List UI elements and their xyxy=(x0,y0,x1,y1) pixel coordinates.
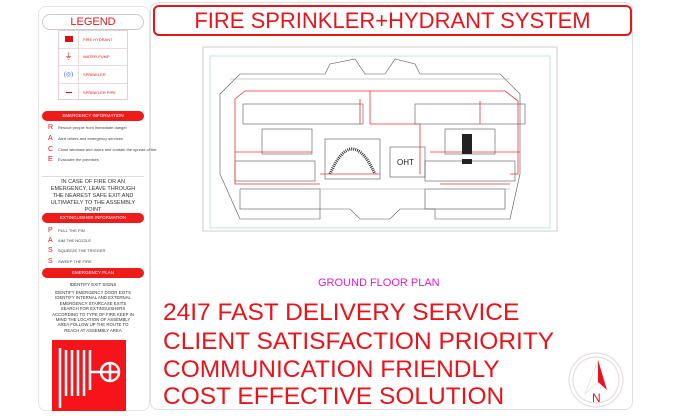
info-item: E Evacuate the premises xyxy=(48,156,99,163)
feature-line: CLIENT SATISFACTION PRIORITY xyxy=(163,328,555,355)
info-letter: A xyxy=(48,135,53,142)
legend-label: SPRINKLER PIPE xyxy=(83,89,116,95)
info-letter: C xyxy=(48,146,54,153)
emergency-plan-text: IDENTIFY EMERGENCY DOOR EXITS IDENTIFY I… xyxy=(52,290,134,333)
legend-row: ⏚ WATER PUMP xyxy=(59,48,127,66)
info-text: Rescue people from immediate danger xyxy=(58,125,127,130)
feature-line: 24I7 FAST DELIVERY SERVICE xyxy=(163,299,520,326)
feature-line: COST EFFECTIVE SOLUTION xyxy=(163,383,505,410)
emergency-plan-heading: IDENTIFY EXIT SIGNS xyxy=(69,282,117,287)
pass-item: S SWEEP THE FIRE xyxy=(48,258,92,265)
fire-hose-reel-icon xyxy=(52,340,126,411)
legend-label: SPRINKLER xyxy=(83,71,106,77)
pass-letter: A xyxy=(48,237,53,244)
info-item: R Rescue people from immediate danger xyxy=(48,124,127,131)
legend-label: FIRE HYDRANT xyxy=(83,36,113,42)
info-text: Alert others and emergency services xyxy=(58,136,123,141)
info-letter: E xyxy=(48,156,53,163)
pass-letter: S xyxy=(48,258,53,265)
oht-label: OHT xyxy=(397,158,414,167)
pass-item: S SQUEEZE THE TRIGGER xyxy=(48,247,105,254)
pass-text: SQUEEZE THE TRIGGER xyxy=(58,248,106,253)
fire-hydrant-icon xyxy=(59,31,79,48)
pass-text: SWEEP THE FIRE xyxy=(58,259,92,264)
info-item: C Close windows and doors and contain the… xyxy=(48,146,157,153)
pass-item: A AIM THE NOZZLE xyxy=(48,237,91,244)
info-letter: R xyxy=(48,124,54,131)
main-panel xyxy=(150,2,633,410)
emergency-plan-header: EMERGENCY PLAN xyxy=(42,268,144,278)
emergency-note: IN CASE OF FIRE OR AN EMERGENCY, LEAVE T… xyxy=(42,176,144,217)
legend-label: WATER PUMP xyxy=(83,54,110,60)
pass-letter: S xyxy=(48,247,53,254)
compass-north-label: N xyxy=(592,391,601,405)
page-title: FIRE SPRINKLER+HYDRANT SYSTEM xyxy=(153,5,632,36)
ground-floor-plan-drawing: OHT xyxy=(200,44,560,234)
legend-title: LEGEND xyxy=(42,14,144,30)
legend-table: FIRE HYDRANT ⏚ WATER PUMP (◎) SPRINKLER SP… xyxy=(58,30,128,101)
north-arrow-icon: N xyxy=(568,352,624,408)
legend-row: (◎) SPRINKLER xyxy=(59,66,127,84)
info-item: A Alert others and emergency services xyxy=(48,135,123,142)
plan-caption: GROUND FLOOR PLAN xyxy=(318,277,440,289)
pass-text: AIM THE NOZZLE xyxy=(58,238,92,243)
water-pump-icon: ⏚ xyxy=(59,48,79,65)
info-text: Close windows and doors and contain the … xyxy=(58,147,157,152)
sprinkler-icon: (◎) xyxy=(59,66,79,83)
pass-item: P PULL THE PIN xyxy=(48,227,85,234)
pass-letter: P xyxy=(48,227,53,234)
pass-text: PULL THE PIN xyxy=(58,228,85,233)
legend-row: FIRE HYDRANT xyxy=(59,31,127,49)
emergency-information-header: EMERGENCY INFORMATION xyxy=(42,111,144,121)
sprinkler-pipe-icon xyxy=(59,83,79,101)
extinguisher-information-header: EXTINGUISHER INFORMATION xyxy=(42,213,144,223)
info-text: Evacuate the premises xyxy=(58,157,99,162)
feature-line: COMMUNICATION FRIENDLY xyxy=(163,356,500,383)
legend-row: SPRINKLER PIPE xyxy=(59,83,127,101)
